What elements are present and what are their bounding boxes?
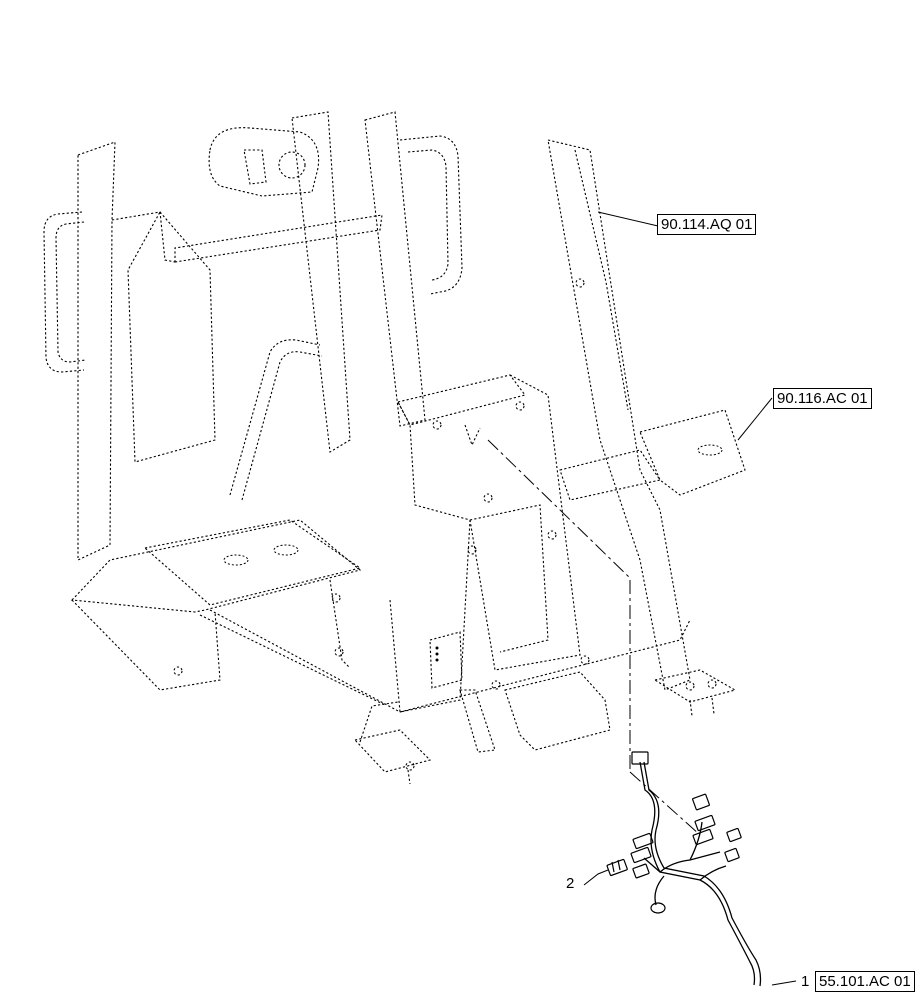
- control-console: [389, 374, 590, 713]
- routing-phantom-line: [487, 439, 631, 772]
- callout-number-2: 2: [566, 875, 575, 892]
- routing-phantom-line-lower: [629, 771, 701, 836]
- leader-90-116: [737, 397, 773, 441]
- rear-frame-assembly: [43, 111, 691, 691]
- leader-90-114: [597, 211, 659, 227]
- reference-90-116-box[interactable]: 90.116.AC 01: [773, 388, 872, 409]
- floor-platform: [70, 409, 746, 785]
- callout-number-1: 1: [801, 973, 810, 990]
- reference-90-114-box[interactable]: 90.114.AQ 01: [657, 214, 757, 235]
- leader-connector: [583, 869, 609, 886]
- connector-part: [606, 858, 628, 877]
- reference-55-101-box[interactable]: 55.101.AC 01: [815, 971, 915, 992]
- wire-harness: [630, 751, 762, 987]
- leader-harness: [771, 980, 797, 986]
